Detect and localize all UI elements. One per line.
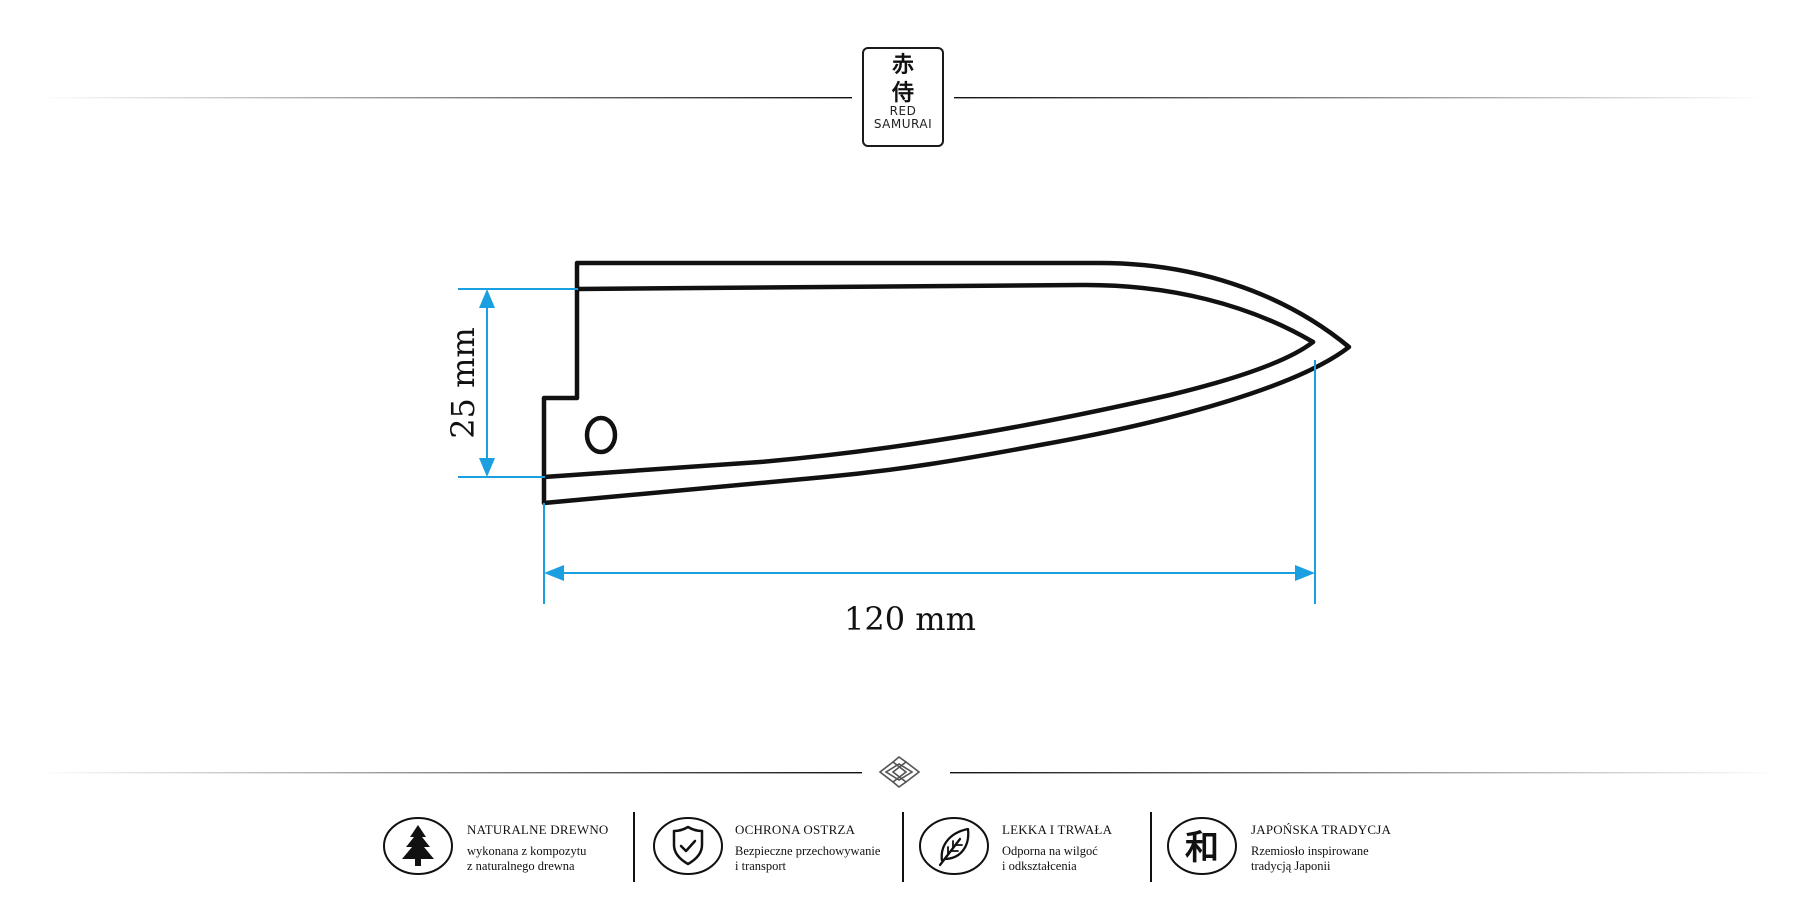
sheath-inner-bottom-line bbox=[541, 339, 1316, 480]
sheath-inner-top-line bbox=[574, 282, 1316, 345]
footer-rule-left bbox=[40, 772, 862, 774]
feature-desc-2: z naturalnego drewna bbox=[467, 859, 575, 873]
knot-ornament-icon bbox=[878, 755, 921, 789]
header-rule-left bbox=[40, 97, 852, 99]
sheath-outer-outline bbox=[541, 260, 1352, 506]
feature-desc-2: tradycją Japonii bbox=[1251, 859, 1331, 873]
shield-check-icon bbox=[653, 817, 723, 875]
feature-desc-2: i odkształcenia bbox=[1002, 859, 1077, 873]
feature-title: JAPOŃSKA TRADYCJA bbox=[1251, 822, 1392, 837]
width-dimension-label: 120 mm bbox=[844, 600, 976, 638]
feature-natural-wood: NATURALNE DREWNO wykonana z kompozytu z … bbox=[382, 810, 632, 884]
feature-desc-1: wykonana z kompozytu bbox=[467, 844, 587, 858]
dimension-lines bbox=[458, 288, 1316, 604]
header-rule-right bbox=[954, 97, 1766, 99]
feature-desc-1: Bezpieczne przechowywanie bbox=[735, 844, 881, 858]
sheath-drawing bbox=[541, 260, 1352, 506]
height-arrowhead-bottom bbox=[479, 458, 495, 477]
wa-kanji-icon: 和 bbox=[1167, 817, 1237, 875]
height-dimension-label: 25 mm bbox=[444, 327, 482, 439]
feature-desc-1: Odporna na wilgoć bbox=[1002, 844, 1098, 858]
brand-logo: 赤 侍 RED SAMURAI bbox=[862, 47, 944, 147]
feature-title: NATURALNE DREWNO bbox=[467, 822, 609, 837]
feature-title: LEKKA I TRWAŁA bbox=[1002, 822, 1113, 837]
feature-divider bbox=[902, 812, 904, 882]
feature-title: OCHRONA OSTRZA bbox=[735, 822, 856, 837]
feature-divider bbox=[633, 812, 635, 882]
wa-kanji-glyph: 和 bbox=[1185, 828, 1219, 868]
feature-japanese-tradition: 和 JAPOŃSKA TRADYCJA Rzemiosło inspirowan… bbox=[1166, 810, 1416, 884]
brand-name-2: SAMURAI bbox=[873, 117, 933, 131]
width-arrowhead-right bbox=[1295, 565, 1315, 581]
footer-rule-right bbox=[950, 772, 1776, 774]
brand-kanji-2: 侍 bbox=[891, 80, 914, 106]
feature-divider bbox=[1150, 812, 1152, 882]
leaf-icon bbox=[919, 817, 989, 875]
height-arrowhead-top bbox=[479, 289, 495, 308]
brand-kanji-1: 赤 bbox=[891, 52, 914, 78]
feature-desc-2: i transport bbox=[735, 859, 787, 873]
width-arrowhead-left bbox=[544, 565, 564, 581]
feature-light-durable: LEKKA I TRWAŁA Odporna na wilgoć i odksz… bbox=[918, 810, 1148, 884]
sheath-pin-hole bbox=[584, 415, 618, 455]
feature-blade-protection: OCHRONA OSTRZA Bezpieczne przechowywanie… bbox=[652, 810, 902, 884]
brand-name-1: RED bbox=[889, 104, 917, 118]
feature-desc-1: Rzemiosło inspirowane bbox=[1251, 844, 1369, 858]
pine-tree-icon bbox=[383, 817, 453, 875]
